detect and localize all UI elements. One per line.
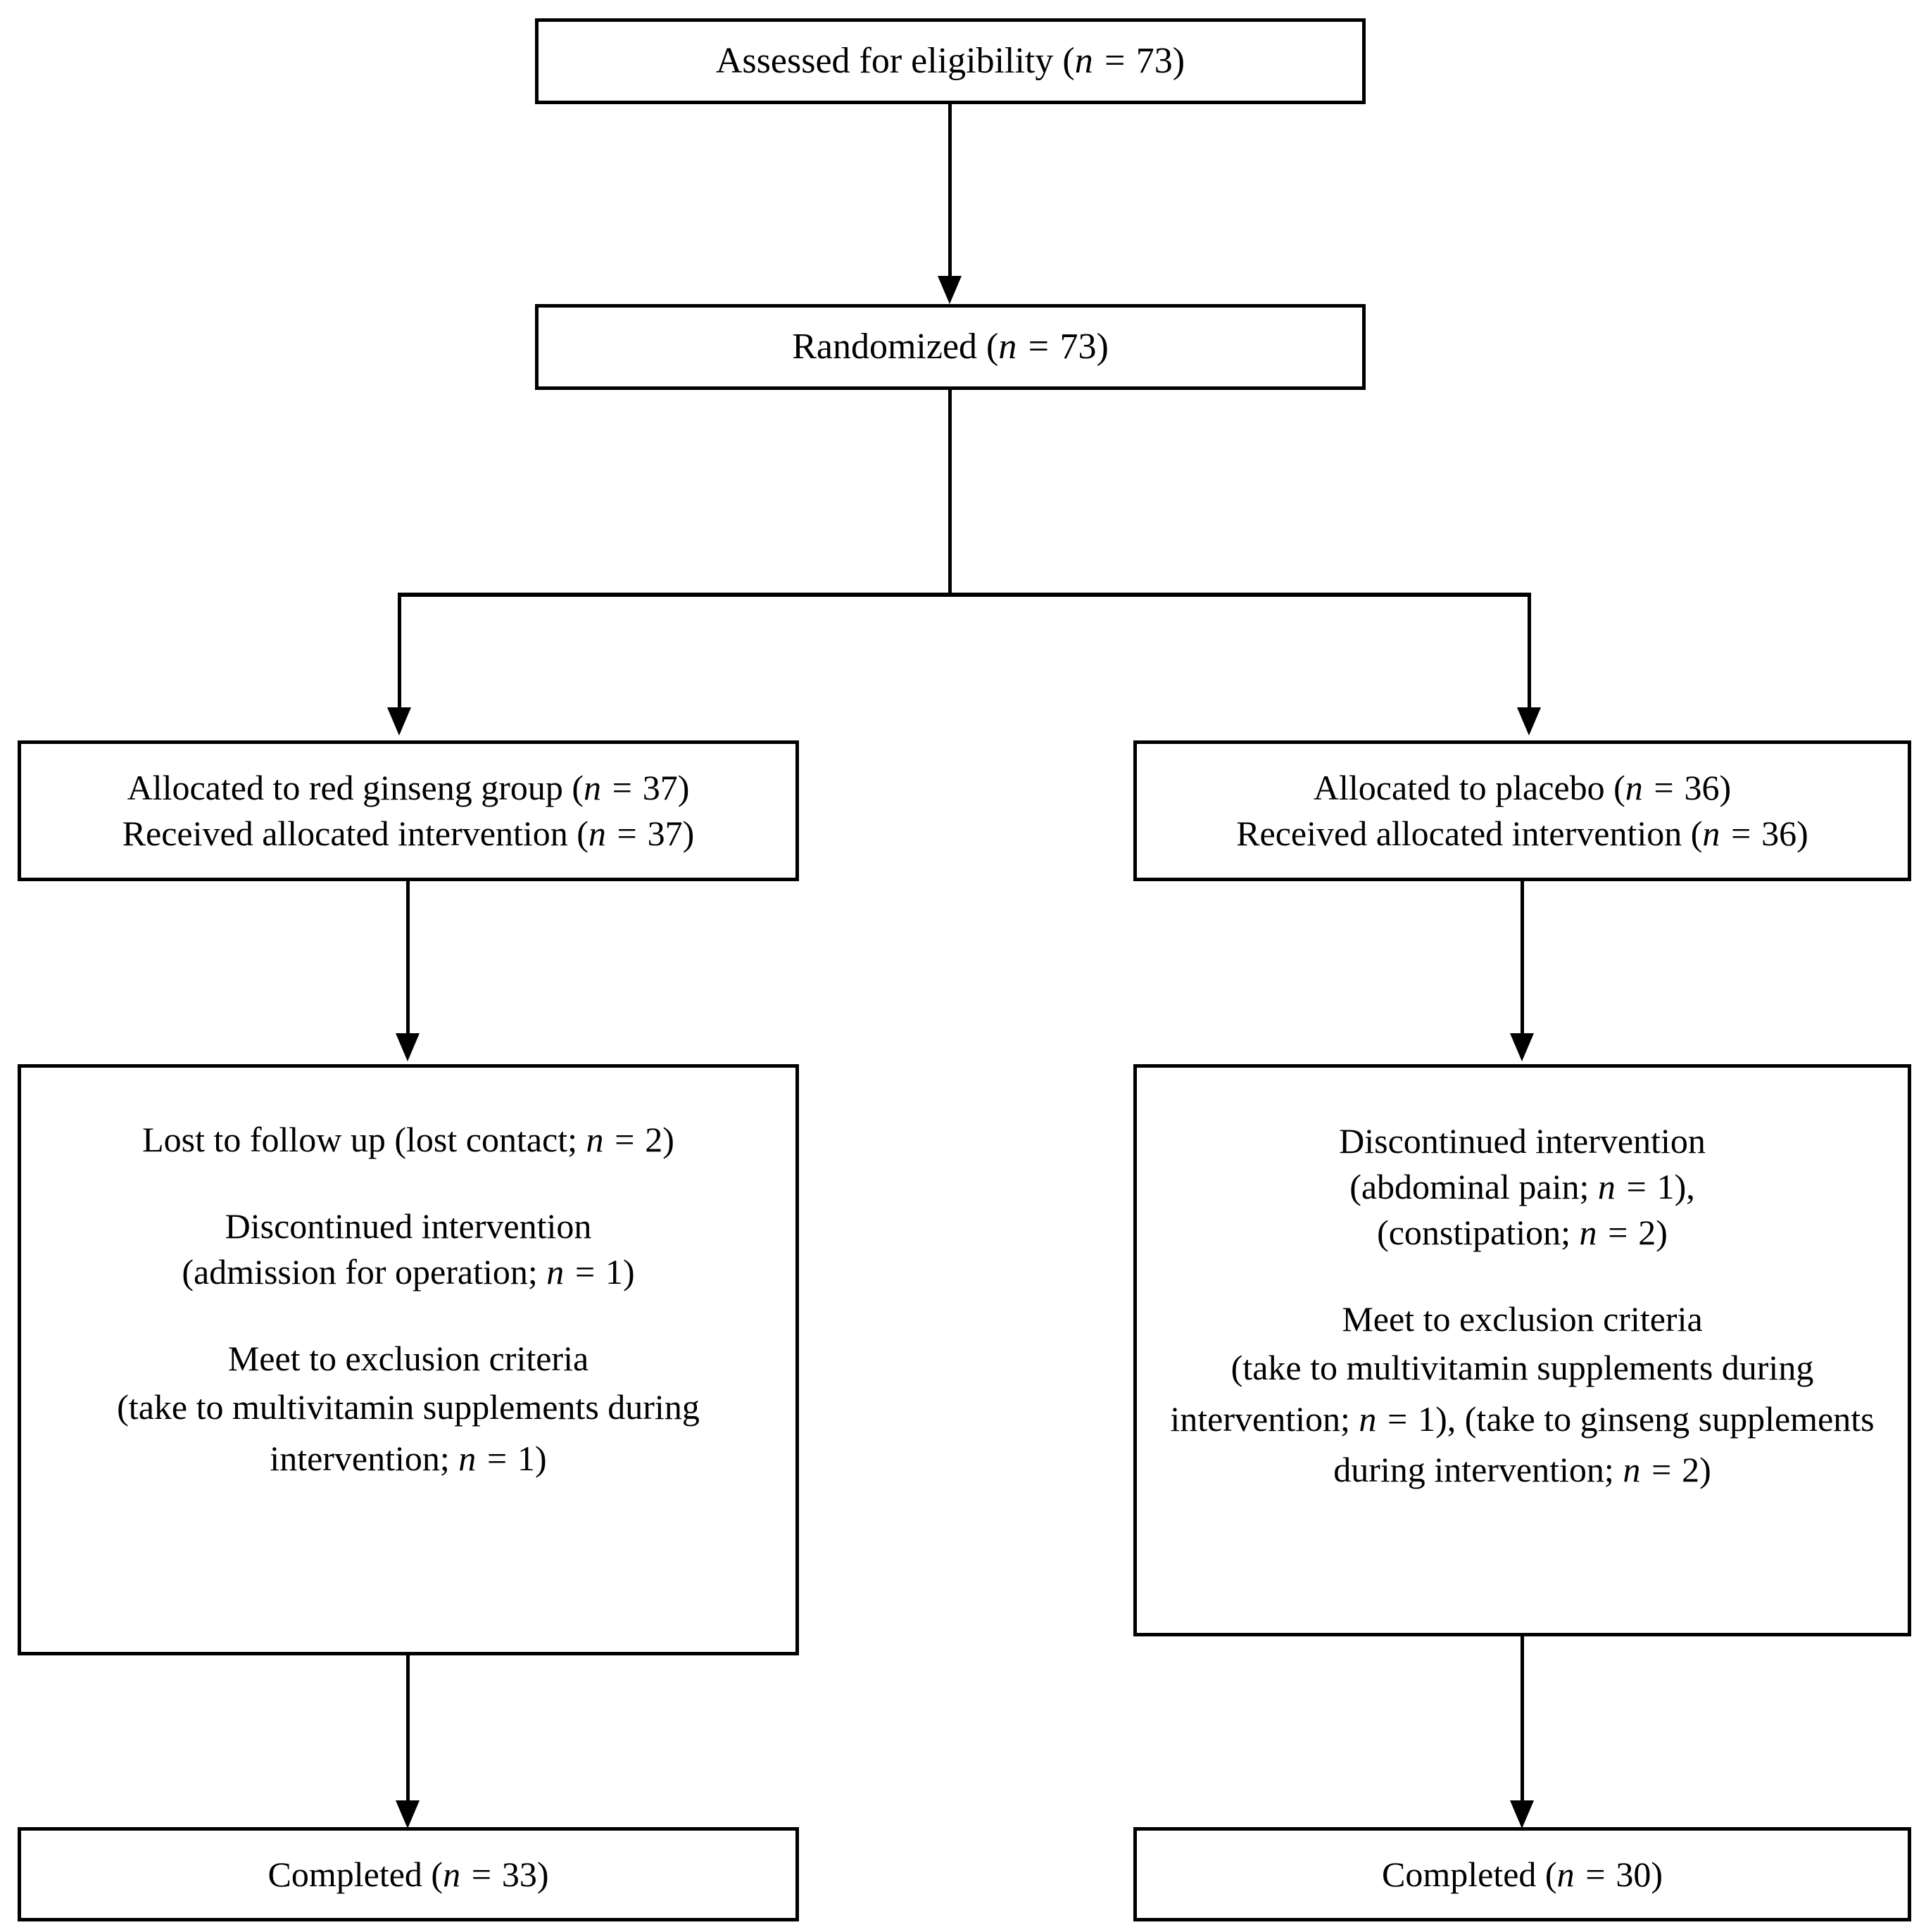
node-allocation-red-ginseng: Allocated to red ginseng group (n = 37) … [18,740,799,881]
connector-follow-right-to-completed-right-arrow-icon [1510,1800,1534,1829]
node-followup-placebo-line-3: (constipation; n = 2) [1377,1213,1668,1252]
node-followup-placebo: Discontinued intervention (abdominal pai… [1133,1064,1911,1636]
connector-split-right-drop [1528,593,1531,711]
node-followup-placebo-line-2: (abdominal pain; n = 1), [1349,1167,1695,1206]
node-followup-red-ginseng: Lost to follow up (lost contact; n = 2) … [18,1064,799,1655]
connector-split-left-arrow-icon [387,707,411,735]
node-completed-red-ginseng: Completed (n = 33) [18,1827,799,1921]
node-followup-red-ginseng-line-4: Meet to exclusion criteria [227,1339,589,1378]
connector-alloc-left-to-follow-left-arrow-icon [396,1033,420,1061]
connector-split-bar [398,593,1531,597]
node-assessed-text: Assessed for eligibility (n = 73) [715,41,1185,82]
node-completed-placebo: Completed (n = 30) [1133,1827,1911,1921]
connector-follow-left-to-completed-left-line [406,1655,410,1805]
node-followup-red-ginseng-line-3: (admission for operation; n = 1) [182,1252,635,1292]
node-followup-red-ginseng-line-5: (take to multivitamin supplements during… [117,1387,700,1478]
node-allocation-placebo-line-2: Received allocated intervention (n = 36) [1236,814,1808,853]
connector-assessed-to-randomized-line [948,104,952,280]
node-completed-red-ginseng-text: Completed (n = 33) [268,1854,549,1894]
node-randomized: Randomized (n = 73) [535,304,1366,390]
node-allocation-red-ginseng-line-2: Received allocated intervention (n = 37) [122,814,695,853]
node-allocation-placebo: Allocated to placebo (n = 36) Received a… [1133,740,1911,881]
node-assessed-for-eligibility: Assessed for eligibility (n = 73) [535,18,1366,104]
node-followup-placebo-line-5: (take to multivitamin supplements during… [1170,1348,1875,1489]
connector-randomized-stem [948,390,952,597]
connector-alloc-right-to-follow-right-arrow-icon [1510,1033,1534,1061]
node-followup-red-ginseng-line-1: Lost to follow up (lost contact; n = 2) [142,1120,674,1159]
node-completed-placebo-text: Completed (n = 30) [1382,1854,1663,1894]
connector-alloc-right-to-follow-right-line [1521,881,1524,1037]
connector-follow-left-to-completed-left-arrow-icon [396,1800,420,1829]
connector-assessed-to-randomized-arrow-icon [938,276,962,304]
node-allocation-placebo-line-1: Allocated to placebo (n = 36) [1313,768,1732,807]
connector-follow-right-to-completed-right-line [1521,1636,1524,1805]
connector-alloc-left-to-follow-left-line [406,881,410,1037]
connector-split-left-drop [398,593,401,711]
connector-split-right-arrow-icon [1517,707,1541,735]
node-followup-red-ginseng-line-2: Discontinued intervention [225,1206,592,1246]
node-followup-placebo-line-4: Meet to exclusion criteria [1342,1299,1703,1339]
node-randomized-text: Randomized (n = 73) [792,327,1109,367]
node-allocation-red-ginseng-line-1: Allocated to red ginseng group (n = 37) [127,768,690,807]
node-followup-placebo-line-1: Discontinued intervention [1339,1121,1706,1161]
